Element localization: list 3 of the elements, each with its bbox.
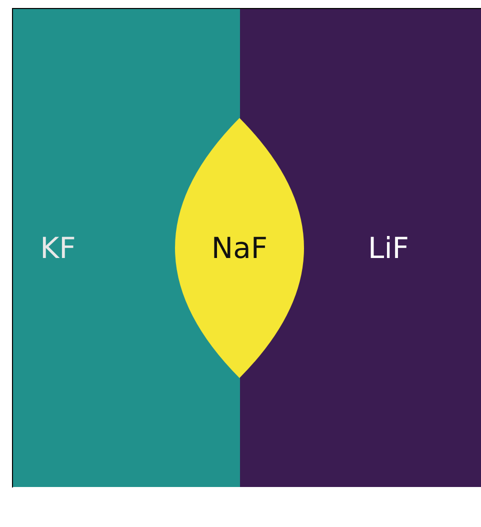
phase-label: KF [40, 230, 76, 264]
phase-label: NaF [211, 231, 268, 265]
phase-label: LiF [368, 230, 409, 264]
